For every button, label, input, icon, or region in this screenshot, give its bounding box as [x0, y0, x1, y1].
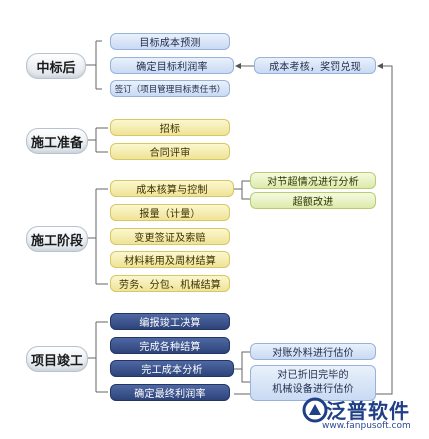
external-material-valuation-box: 对账外料进行估价 [250, 343, 376, 360]
bracket-zb [84, 40, 102, 90]
stage-label-shigong-jieduan: 施工阶段 [26, 226, 88, 252]
equipment-valuation-box: 对已折旧完毕的 机械设备进行估价 [250, 365, 376, 401]
step-cost-accounting: 成本核算与控制 [110, 180, 234, 197]
step-sign-responsibility: 签订（项目管理目标责任书） [110, 80, 230, 97]
bracket-sgjd [86, 188, 108, 285]
step-all-settlements: 完成各种结算 [110, 337, 230, 354]
bracket-xmjg [86, 321, 108, 393]
step-bidding: 招标 [110, 119, 230, 136]
step-target-cost-forecast: 目标成本预测 [110, 33, 230, 50]
variance-analysis-box: 对节超情况进行分析 [250, 172, 376, 189]
step-material-settlement: 材料耗用及周材结算 [110, 251, 230, 268]
step-final-profit-rate: 确定最终利润率 [110, 384, 230, 401]
completion-branch [234, 351, 250, 383]
step-labor-settlement: 劳务、分包、机械结算 [110, 275, 230, 292]
bracket-sgzb [86, 127, 108, 153]
stage-label-xiangmu-jungong: 项目竣工 [26, 346, 88, 372]
stage-label-shigong-zhunbei: 施工准备 [26, 128, 88, 154]
step-completion-analysis: 完工成本分析 [110, 360, 234, 377]
step-final-accounts: 编报竣工决算 [110, 313, 230, 330]
equipment-valuation-line2: 机械设备进行估价 [272, 384, 354, 395]
step-contract-review: 合同评审 [110, 143, 230, 160]
step-change-claims: 变更签证及索赔 [110, 228, 230, 245]
reward-assessment-box: 成本考核，奖罚兑现 [254, 57, 376, 74]
overrun-improvement-box: 超额改进 [250, 192, 376, 209]
logo-name: 泛普软件 [326, 399, 410, 423]
analysis-branch [234, 180, 250, 200]
step-measurement: 报量（计量） [110, 204, 230, 221]
equipment-valuation-line1: 对已折旧完毕的 [277, 370, 349, 381]
logo-url: www.fanpusoft.com [322, 421, 411, 431]
logo-mark-icon [302, 397, 328, 423]
brand-logo: 泛普软件 www.fanpusoft.com [302, 395, 427, 437]
stage-label-zhongbiaohou: 中标后 [26, 53, 86, 79]
step-target-profit-rate: 确定目标利润率 [110, 57, 234, 74]
